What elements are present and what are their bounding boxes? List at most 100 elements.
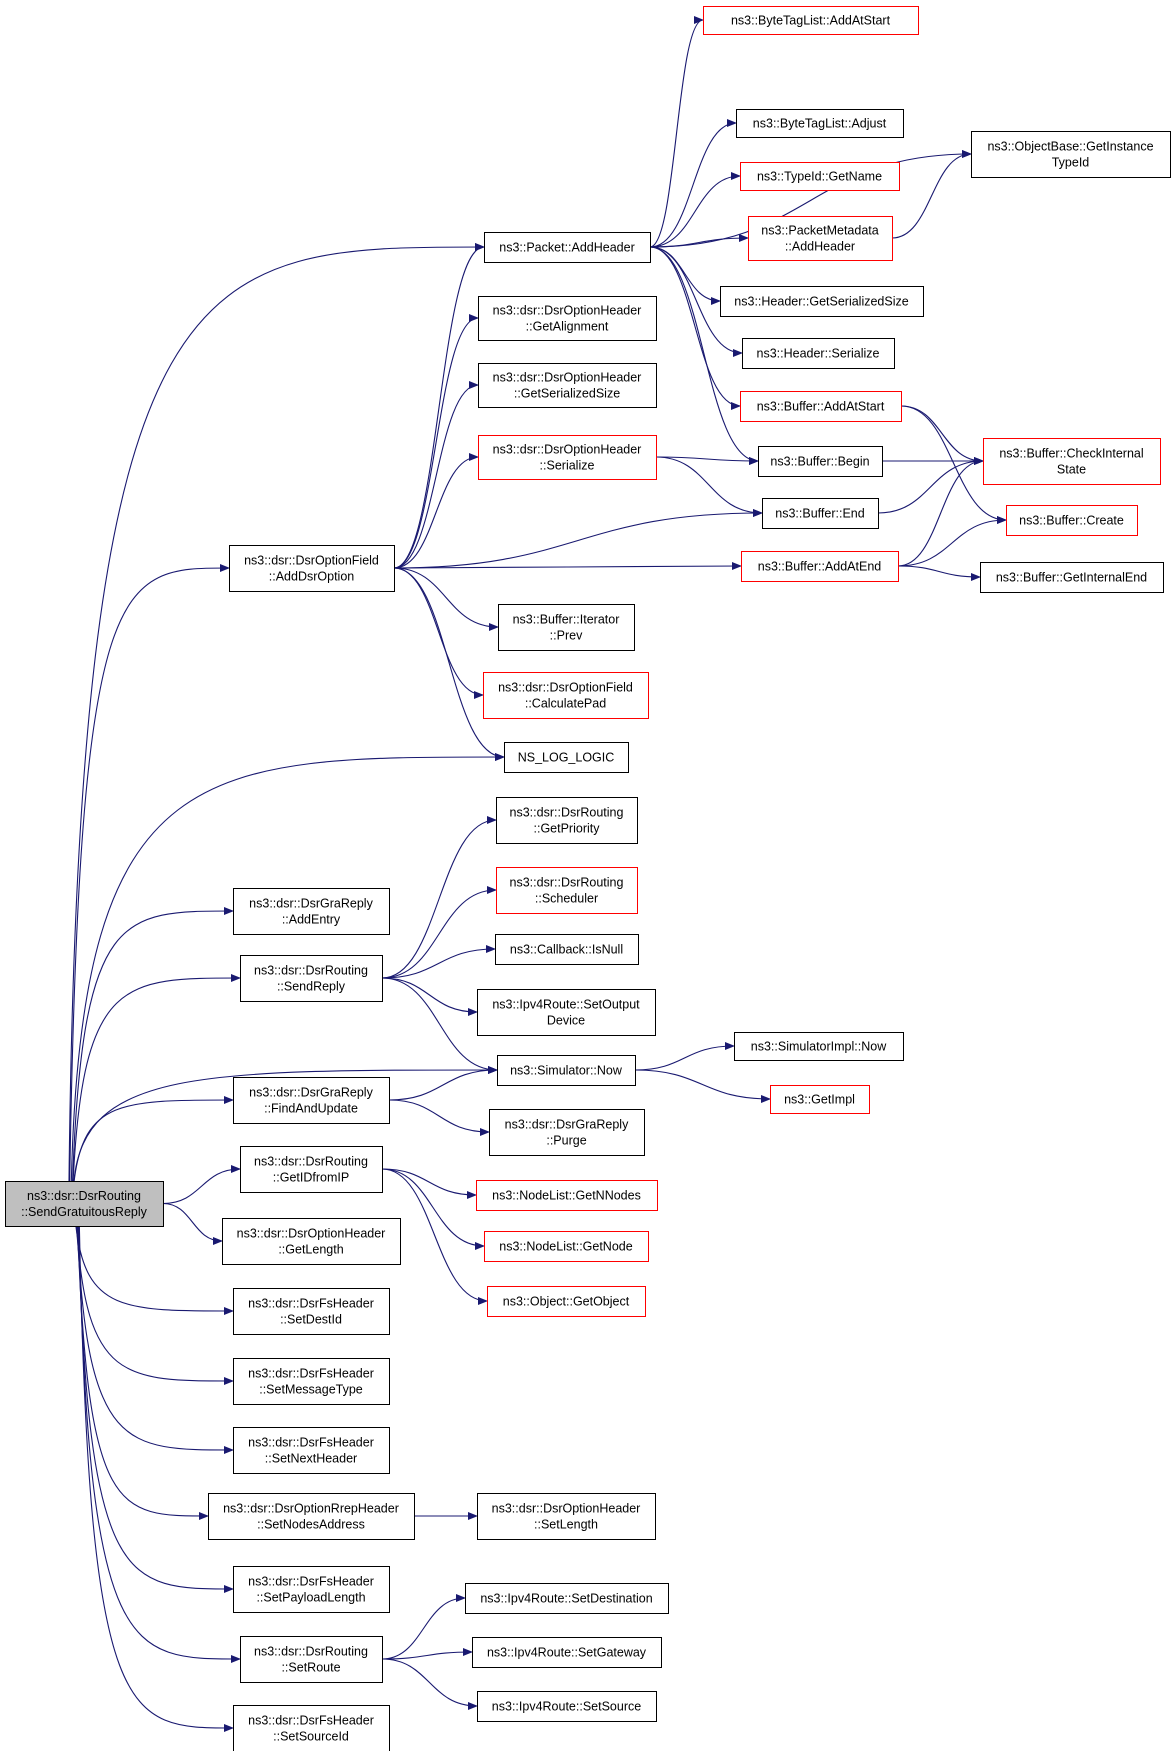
edge-path <box>649 246 759 465</box>
edge-path <box>78 1225 234 1732</box>
node-hdr-getsersize[interactable]: ns3::Header::GetSerializedSize <box>720 286 924 317</box>
edge-dof-adddsroption-to-doh-getalign <box>393 314 479 569</box>
node-packet-addheader[interactable]: ns3::Packet::AddHeader <box>484 232 651 263</box>
node-nl-getnode[interactable]: ns3::NodeList::GetNode <box>484 1231 649 1262</box>
edge-path <box>388 1099 490 1136</box>
node-dr-sendreply[interactable]: ns3::dsr::DsrRouting::SendReply <box>240 955 383 1002</box>
edge-packet-addheader-to-typeid-getname <box>649 172 741 248</box>
node-box <box>233 1427 390 1474</box>
node-label: ns3::Buffer::Create <box>1019 514 1124 528</box>
node-label: ::AddHeader <box>785 240 855 254</box>
edge-path <box>381 1168 477 1199</box>
node-dof-adddsroption[interactable]: ns3::dsr::DsrOptionField::AddDsrOption <box>229 545 395 592</box>
node-sim-now[interactable]: ns3::Simulator::Now <box>497 1055 636 1086</box>
node-obj-getobject[interactable]: ns3::Object::GetObject <box>487 1286 646 1317</box>
node-label: ::GetSerializedSize <box>514 387 620 401</box>
node-dof-calcpad[interactable]: ns3::dsr::DsrOptionField::CalculatePad <box>483 672 649 719</box>
edge-root-to-doh-getlength <box>162 1202 223 1245</box>
node-label: ns3::Buffer::Iterator <box>513 613 620 627</box>
node-label: ::GetLength <box>278 1243 343 1257</box>
node-box <box>222 1218 401 1265</box>
node-doh-setlength[interactable]: ns3::dsr::DsrOptionHeader::SetLength <box>477 1493 656 1540</box>
node-dfs-setdestid[interactable]: ns3::dsr::DsrFsHeader::SetDestId <box>233 1288 390 1335</box>
node-label: ns3::dsr::DsrOptionHeader <box>492 1502 641 1516</box>
node-label: ::SetPayloadLength <box>256 1591 365 1605</box>
node-bufit-prev[interactable]: ns3::Buffer::Iterator::Prev <box>498 604 635 651</box>
edge-packet-addheader-to-bt-addatstart <box>649 16 704 248</box>
node-label: ::SetLength <box>534 1518 598 1532</box>
node-buf-create[interactable]: ns3::Buffer::Create <box>1006 505 1138 536</box>
node-buf-begin[interactable]: ns3::Buffer::Begin <box>758 446 883 477</box>
node-dr-scheduler[interactable]: ns3::dsr::DsrRouting::Scheduler <box>496 867 638 914</box>
node-dfs-setsourceid[interactable]: ns3::dsr::DsrFsHeader::SetSourceId <box>233 1705 390 1751</box>
edge-path <box>393 314 479 569</box>
node-nl-getnnodes[interactable]: ns3::NodeList::GetNNodes <box>476 1180 658 1211</box>
node-hdr-serialize[interactable]: ns3::Header::Serialize <box>742 338 895 369</box>
edge-dof-adddsroption-to-dof-calcpad <box>393 567 484 699</box>
edge-packet-addheader-to-hdr-serialize <box>649 246 743 357</box>
node-dr-getpriority[interactable]: ns3::dsr::DsrRouting::GetPriority <box>496 797 638 844</box>
node-box <box>483 672 649 719</box>
node-doh-serialize[interactable]: ns3::dsr::DsrOptionHeader::Serialize <box>478 435 657 480</box>
node-cb-isnull[interactable]: ns3::Callback::IsNull <box>495 934 639 965</box>
node-dfs-setpayloadlen[interactable]: ns3::dsr::DsrFsHeader::SetPayloadLength <box>233 1566 390 1613</box>
node-label: ::SendReply <box>277 980 346 994</box>
node-dfs-setnexthdr[interactable]: ns3::dsr::DsrFsHeader::SetNextHeader <box>233 1427 390 1474</box>
node-box <box>477 1493 656 1540</box>
node-ipv4-setgateway[interactable]: ns3::Ipv4Route::SetGateway <box>472 1637 662 1668</box>
edge-path <box>891 150 972 239</box>
node-box <box>720 286 924 317</box>
edge-path <box>72 974 241 1182</box>
node-box <box>484 232 651 263</box>
edge-packet-addheader-to-pm-addheader <box>649 234 749 248</box>
node-box <box>477 1691 657 1722</box>
edge-path <box>78 1225 241 1663</box>
node-typeid-getname[interactable]: ns3::TypeId::GetName <box>740 162 900 191</box>
node-pm-addheader[interactable]: ns3::PacketMetadata::AddHeader <box>748 216 893 261</box>
node-label: ns3::ByteTagList::AddAtStart <box>731 14 891 28</box>
edge-path <box>877 457 984 514</box>
node-label: ns3::Ipv4Route::SetOutput <box>492 998 640 1012</box>
node-ipv4-setdest[interactable]: ns3::Ipv4Route::SetDestination <box>465 1583 669 1614</box>
edge-dof-adddsroption-to-buf-end <box>393 509 763 569</box>
node-label: ns3::dsr::DsrRouting <box>27 1189 141 1203</box>
node-doh-getsersize[interactable]: ns3::dsr::DsrOptionHeader::GetSerialized… <box>478 363 657 408</box>
node-bt-addatstart[interactable]: ns3::ByteTagList::AddAtStart <box>703 6 919 35</box>
node-dr-setroute[interactable]: ns3::dsr::DsrRouting::SetRoute <box>240 1636 383 1683</box>
node-dgr-purge[interactable]: ns3::dsr::DsrGraReply::Purge <box>489 1109 645 1156</box>
node-box <box>496 797 638 844</box>
edge-path <box>381 816 497 979</box>
edge-dof-adddsroption-to-doh-serialize <box>393 453 479 569</box>
edge-path <box>655 456 763 517</box>
node-buf-addatend[interactable]: ns3::Buffer::AddAtEnd <box>741 551 899 582</box>
node-simimpl-now[interactable]: ns3::SimulatorImpl::Now <box>734 1032 904 1061</box>
node-buf-getinternalend[interactable]: ns3::Buffer::GetInternalEnd <box>980 562 1164 593</box>
node-dfs-setmsgtype[interactable]: ns3::dsr::DsrFsHeader::SetMessageType <box>233 1358 390 1405</box>
edge-root-to-dfs-setdestid <box>75 1225 234 1315</box>
node-label: ns3::dsr::DsrFsHeader <box>248 1297 374 1311</box>
node-dr-getidfromip[interactable]: ns3::dsr::DsrRouting::GetIDfromIP <box>240 1146 383 1193</box>
node-ns-log-logic[interactable]: NS_LOG_LOGIC <box>504 742 629 773</box>
node-bt-adjust[interactable]: ns3::ByteTagList::Adjust <box>736 109 904 138</box>
node-getimpl[interactable]: ns3::GetImpl <box>770 1085 870 1114</box>
node-doh-getalign[interactable]: ns3::dsr::DsrOptionHeader::GetAlignment <box>478 296 657 341</box>
node-dorr-setnodesaddr[interactable]: ns3::dsr::DsrOptionRrepHeader::SetNodesA… <box>208 1493 415 1540</box>
edge-dr-getidfromip-to-nl-getnode <box>381 1168 485 1250</box>
edge-path <box>381 1594 466 1660</box>
function-nodes: ns3::dsr::DsrRouting::SendGratuitousRepl… <box>5 6 1171 1751</box>
edge-doh-serialize-to-buf-end <box>655 456 763 517</box>
node-doh-getlength[interactable]: ns3::dsr::DsrOptionHeader::GetLength <box>222 1218 401 1265</box>
edge-dgr-findandupdate-to-dgr-purge <box>388 1099 490 1136</box>
node-root[interactable]: ns3::dsr::DsrRouting::SendGratuitousRepl… <box>5 1181 164 1227</box>
edge-path <box>393 243 485 569</box>
node-buf-end[interactable]: ns3::Buffer::End <box>762 498 879 529</box>
node-dgr-addentry[interactable]: ns3::dsr::DsrGraReply::AddEntry <box>233 888 390 935</box>
edge-path <box>381 1168 485 1250</box>
node-ipv4-setsource[interactable]: ns3::Ipv4Route::SetSource <box>477 1691 657 1722</box>
node-label: NS_LOG_LOGIC <box>518 751 615 765</box>
node-dgr-findandupdate[interactable]: ns3::dsr::DsrGraReply::FindAndUpdate <box>233 1077 390 1124</box>
node-buf-addatstart[interactable]: ns3::Buffer::AddAtStart <box>740 391 902 422</box>
